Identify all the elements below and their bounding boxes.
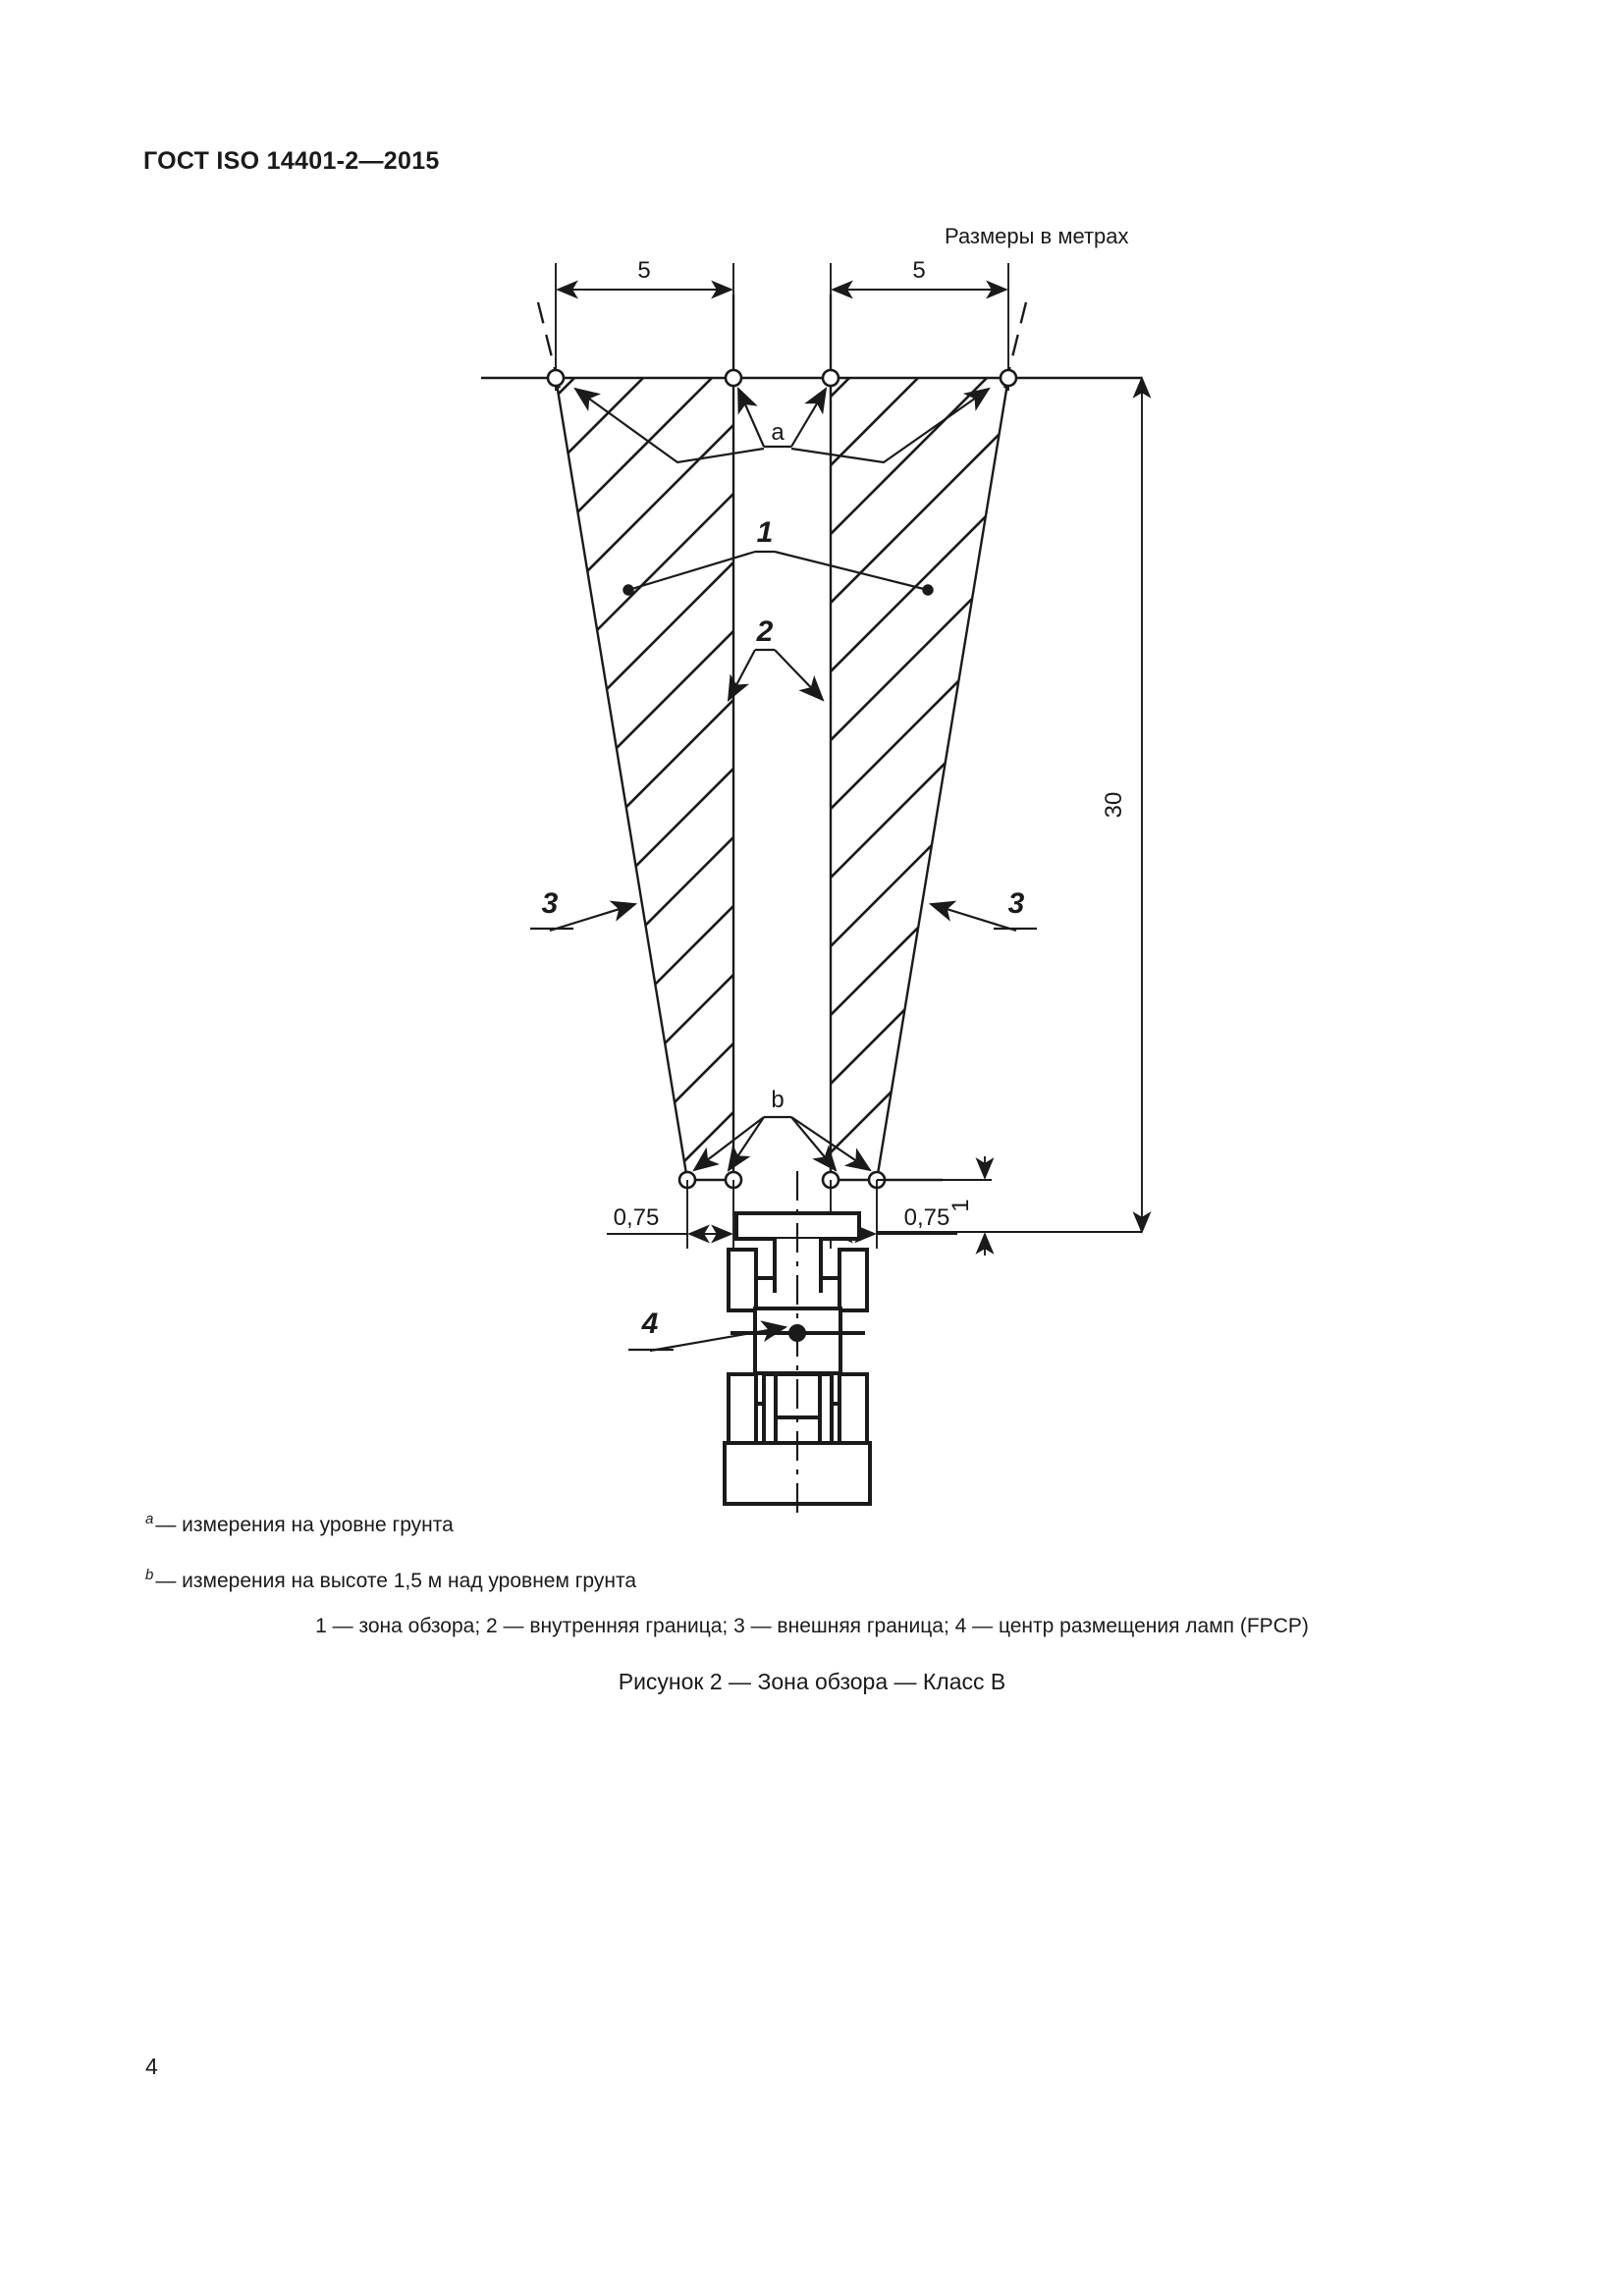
zone-hatching-left xyxy=(556,378,733,1180)
callout-1-leaders xyxy=(623,550,934,596)
figure-caption: Рисунок 2 — Зона обзора — Класс В xyxy=(618,1669,1006,1694)
callout-a-leaders xyxy=(573,386,991,464)
dimension-top-right: 5 xyxy=(830,257,1009,391)
callout-3-right-label: 3 xyxy=(1008,887,1025,920)
dimension-label-top-right: 5 xyxy=(912,257,925,284)
footnote-b-marker: b xyxy=(145,1567,154,1584)
dimension-bottom-offset: 1 xyxy=(877,1156,1142,1255)
footnote-b: b— измерения на высоте 1,5 м над уровнем… xyxy=(145,1566,1481,1595)
footnote-a-text: — измерения на уровне грунта xyxy=(155,1514,454,1536)
figure-legend: 1 — зона обзора; 2 — внутренняя граница;… xyxy=(315,1615,1309,1637)
zone-outline-right xyxy=(829,294,1010,1181)
callout-4: 4 xyxy=(628,1308,788,1353)
figure-drawing: 5 5 a xyxy=(481,257,1152,1518)
dimension-label-bottom-offset: 1 xyxy=(947,1199,974,1211)
vehicle-front-wheel-right xyxy=(838,1248,869,1312)
node-inner-right xyxy=(821,368,840,388)
dimension-label-bottom-right: 0,75 xyxy=(904,1204,950,1231)
callout-4-label: 4 xyxy=(641,1308,659,1340)
units-note: Размеры в метрах xyxy=(945,224,1129,248)
footnote-a: a— измерения на уровне грунта xyxy=(145,1510,1481,1539)
callout-2-label: 2 xyxy=(756,615,774,648)
footnote-b-text: — измерения на высоте 1,5 м над уровнем … xyxy=(155,1570,637,1593)
dimension-label-depth: 30 xyxy=(1101,792,1127,819)
dimension-depth-30: 30 xyxy=(1101,376,1152,1234)
callout-b-label: b xyxy=(771,1087,784,1113)
callout-3-left: 3 xyxy=(530,887,638,933)
vehicle-front-wheel-left xyxy=(727,1248,758,1312)
vehicle-rear-wheel-left xyxy=(727,1372,758,1445)
dimension-bottom-left: 0,75 xyxy=(607,1180,734,1249)
node-inner-left xyxy=(724,368,743,388)
callout-a-label: a xyxy=(771,419,785,446)
dimension-label-bottom-left: 0,75 xyxy=(614,1204,660,1231)
dimension-top-left: 5 xyxy=(555,257,734,391)
callout-2-leaders xyxy=(727,648,825,702)
callout-3-right: 3 xyxy=(928,887,1037,933)
callout-b-leaders xyxy=(692,1115,872,1172)
node-outer-left xyxy=(546,368,566,388)
footnote-a-marker: a xyxy=(145,1511,154,1527)
figure-footnotes: a— измерения на уровне грунта b— измерен… xyxy=(145,1510,1481,1623)
zone-outline-left xyxy=(554,294,735,1181)
dimension-label-top-left: 5 xyxy=(637,257,650,284)
callout-1-label: 1 xyxy=(757,516,774,549)
callout-3-left-label: 3 xyxy=(542,887,559,920)
page-number: 4 xyxy=(145,2054,158,2079)
document-header: ГОСТ ISO 14401-2—2015 xyxy=(143,147,440,175)
node-outer-right xyxy=(999,368,1018,388)
vehicle-rear-wheel-right xyxy=(838,1372,869,1445)
ground-node-markers xyxy=(546,368,1018,388)
